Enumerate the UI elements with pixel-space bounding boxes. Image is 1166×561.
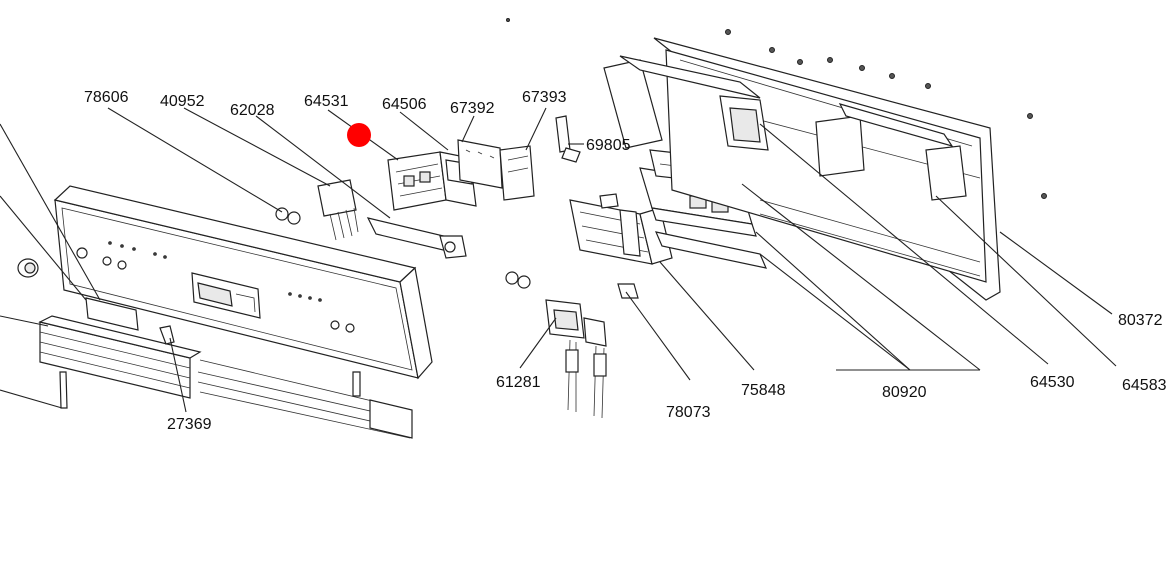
label-67392: 67392 <box>450 100 495 117</box>
label-64583: 64583 <box>1122 377 1166 394</box>
switch-assembly-61281 <box>545 299 607 419</box>
label-61281: 61281 <box>496 374 541 391</box>
label-67393: 67393 <box>522 89 567 106</box>
relay-67393 <box>499 145 535 201</box>
bracket-67392 <box>457 139 503 189</box>
wiring-harness-62028 <box>317 179 467 259</box>
leader-lines <box>0 107 1117 413</box>
part-labels: 78606 40952 62028 64531 64506 67392 6739… <box>84 89 1166 433</box>
marker-dot <box>347 123 371 147</box>
label-75848: 75848 <box>741 382 786 399</box>
clip-69805 <box>555 115 581 163</box>
door-handle-strip <box>38 315 202 399</box>
label-64531: 64531 <box>304 93 349 110</box>
label-69805: 69805 <box>586 137 631 154</box>
label-64530: 64530 <box>1030 374 1075 391</box>
knobs-center <box>505 271 531 289</box>
door-vent-strip <box>197 359 413 439</box>
label-78606: 78606 <box>84 89 129 106</box>
bracket-64530 <box>603 55 769 151</box>
bracket-64583 <box>815 103 967 201</box>
electronic-housing-75848 <box>569 193 768 269</box>
label-40952: 40952 <box>160 93 205 110</box>
label-64506: 64506 <box>382 96 427 113</box>
control-panel <box>53 185 433 380</box>
label-78073: 78073 <box>666 404 711 421</box>
label-27369: 27369 <box>167 416 212 433</box>
label-62028: 62028 <box>230 102 275 119</box>
screws <box>506 18 1047 199</box>
label-80372: 80372 <box>1118 312 1163 329</box>
clip-78073 <box>617 283 639 299</box>
small-parts-left <box>17 207 361 409</box>
label-80920: 80920 <box>882 384 927 401</box>
